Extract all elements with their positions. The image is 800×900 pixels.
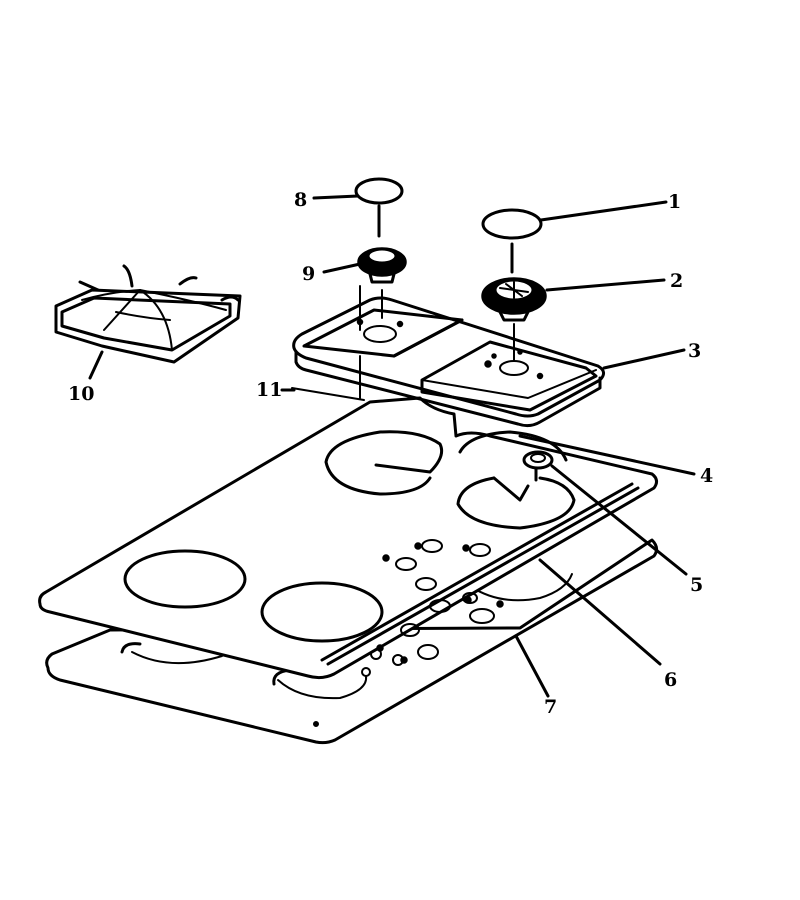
igniter [522, 450, 554, 482]
callout-9: 9 [302, 263, 315, 285]
alignment-lines [291, 355, 365, 401]
callout-11: 11 [256, 379, 282, 401]
glass-cooktop [38, 396, 659, 680]
callout-6: 6 [664, 669, 677, 691]
callout-labels: 1 2 3 4 5 6 7 8 9 10 11 [68, 189, 713, 718]
callout-4: 4 [700, 465, 713, 487]
callout-2: 2 [670, 270, 683, 292]
small-burner-head [357, 247, 407, 331]
callout-8: 8 [294, 189, 307, 211]
callout-3: 3 [688, 340, 701, 362]
callout-10: 10 [68, 383, 94, 405]
callout-7: 7 [544, 696, 557, 718]
burner-grate [54, 264, 242, 364]
callout-5: 5 [690, 574, 703, 596]
callout-1: 1 [668, 191, 681, 213]
leader-lines [88, 194, 696, 698]
large-burner-cap [481, 208, 543, 274]
large-burner-head [481, 277, 547, 361]
burner-box-module [292, 296, 605, 428]
small-burner-cap [354, 177, 404, 238]
